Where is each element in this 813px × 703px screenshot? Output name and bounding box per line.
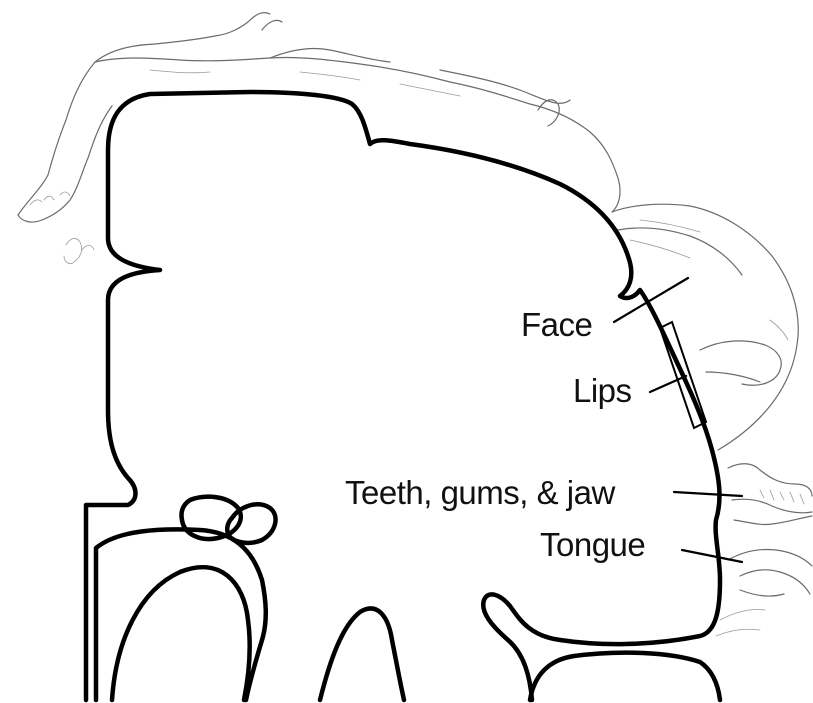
teeth-sketch — [728, 464, 812, 525]
labels: Face Lips Teeth, gums, & jaw Tongue — [345, 306, 645, 563]
tongue-leader — [682, 550, 742, 562]
label-lips: Lips — [573, 372, 632, 409]
leader-lines — [614, 278, 742, 562]
label-tongue: Tongue — [540, 526, 645, 563]
label-teeth-gums-jaw: Teeth, gums, & jaw — [345, 474, 615, 511]
tongue-sketch — [716, 549, 812, 636]
face-sketch — [612, 204, 798, 450]
teeth-leader — [674, 492, 742, 496]
label-face: Face — [521, 306, 592, 343]
